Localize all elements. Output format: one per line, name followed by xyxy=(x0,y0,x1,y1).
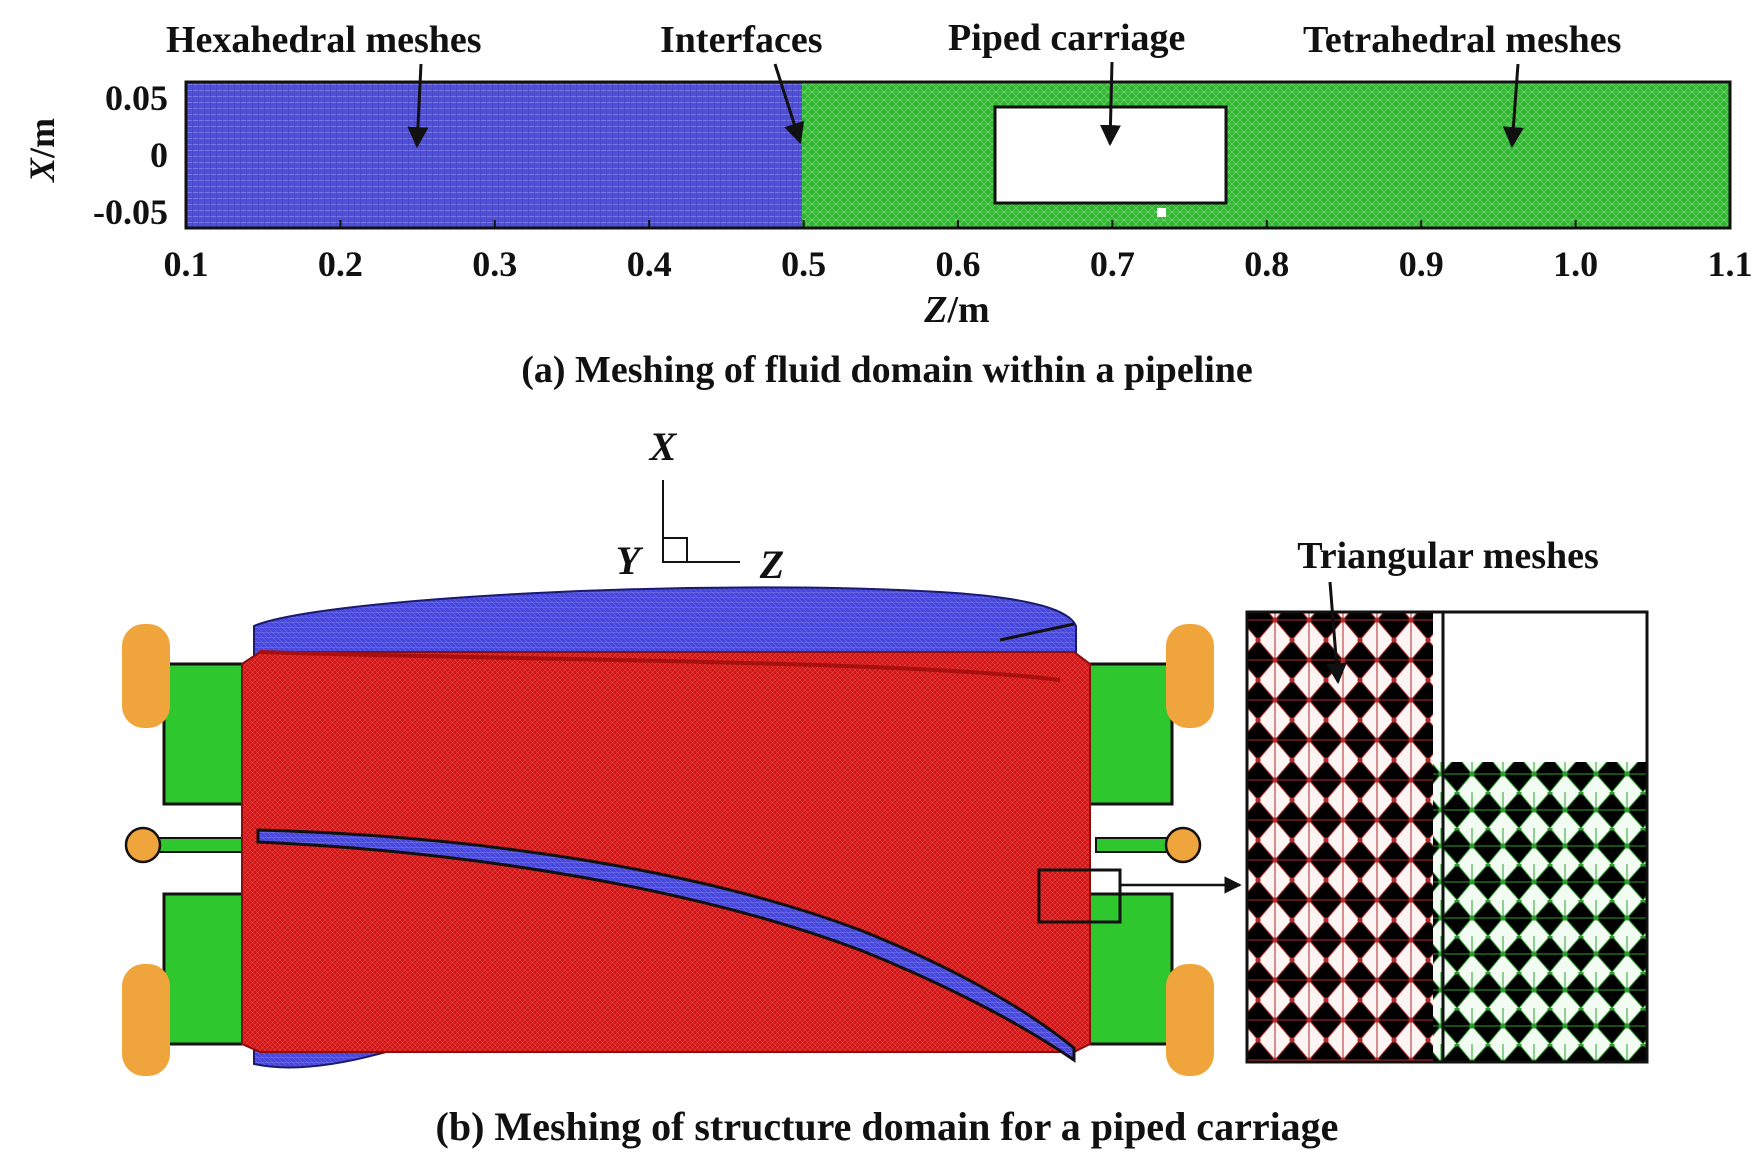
y-axis-unit: /m xyxy=(22,118,62,159)
coordinate-axes: X Y Z xyxy=(616,424,784,587)
ball-joint-left xyxy=(124,826,162,864)
wheel-top-left xyxy=(122,624,170,728)
support-box-bottom-left xyxy=(162,892,256,1046)
x-tick-label: 0.8 xyxy=(1244,244,1289,284)
x-tick-label: 1.0 xyxy=(1553,244,1598,284)
x-axis-title: Z/m xyxy=(923,289,989,331)
inset-zoom: Triangular meshes xyxy=(1245,535,1649,1064)
wheel-top-right xyxy=(1166,624,1214,728)
wheel-bottom-right xyxy=(1166,964,1214,1076)
panel-b: X Y Z xyxy=(122,424,1649,1149)
y-tick-label: 0 xyxy=(150,135,168,175)
x-axis-var: Z xyxy=(923,289,947,331)
hexahedral-region xyxy=(186,82,802,228)
x-tick-label: 0.5 xyxy=(781,244,826,284)
small-cell-marker xyxy=(1157,208,1166,217)
panel-a: Hexahedral meshes Interfaces Piped carri… xyxy=(22,17,1753,391)
zoom-region-box xyxy=(1037,868,1122,924)
x-axis-unit: /m xyxy=(947,289,990,331)
arrow-tetrahedral xyxy=(1502,63,1524,149)
x-tick-label: 0.3 xyxy=(472,244,517,284)
arrow-hexahedral xyxy=(407,63,429,149)
inset-triangular-green xyxy=(1433,762,1647,1062)
x-tick-label: 1.1 xyxy=(1708,244,1753,284)
label-triangular: Triangular meshes xyxy=(1297,535,1599,577)
x-tick-label: 0.2 xyxy=(318,244,363,284)
arrow-triangular xyxy=(1326,581,1347,685)
blade-edge-top xyxy=(999,622,1075,642)
support-box-top-left xyxy=(162,662,256,806)
inset-frame xyxy=(1245,610,1649,1064)
axis-label-y: Y xyxy=(616,538,644,583)
ball-joint-right xyxy=(1164,826,1202,864)
y-axis-title: X/m xyxy=(22,118,62,183)
y-tick-label: -0.05 xyxy=(93,192,168,232)
label-interfaces: Interfaces xyxy=(660,19,822,61)
support-box-bottom-right xyxy=(1086,892,1174,1046)
x-tick-label: 0.1 xyxy=(164,244,209,284)
y-tick-label: 0.05 xyxy=(105,78,168,118)
inset-triangular-red xyxy=(1247,612,1433,1062)
spiral-blade xyxy=(256,828,1076,1063)
x-tick-label: 0.4 xyxy=(627,244,672,284)
arrow-interfaces xyxy=(773,63,805,144)
y-axis: X/m 0.05 0 -0.05 xyxy=(22,78,168,232)
x-axis: Z/m 0.1 0.2 0.3 0.4 0.5 0.6 0.7 0.8 0.9 1.0 1.1 xyxy=(164,220,1753,331)
body-top-edge xyxy=(259,650,1061,682)
rod-left xyxy=(149,837,247,853)
x-tick-label: 0.9 xyxy=(1399,244,1444,284)
x-tick-label: 0.7 xyxy=(1090,244,1135,284)
inset-blank xyxy=(1433,612,1647,762)
label-hexahedral: Hexahedral meshes xyxy=(166,19,482,61)
label-piped-carriage: Piped carriage xyxy=(948,17,1185,59)
arrow-piped-carriage xyxy=(1099,61,1121,147)
label-tetrahedral: Tetrahedral meshes xyxy=(1303,19,1621,61)
caption-b: (b) Meshing of structure domain for a pi… xyxy=(436,1104,1339,1149)
caption-a: (a) Meshing of fluid domain within a pip… xyxy=(521,349,1253,391)
tetrahedral-region xyxy=(802,82,1730,228)
x-tick-label: 0.6 xyxy=(936,244,981,284)
axis-label-z: Z xyxy=(759,542,784,587)
wheels xyxy=(122,624,1214,1076)
support-box-top-right xyxy=(1086,662,1174,806)
y-axis-var: X xyxy=(22,157,62,183)
axis-label-x: X xyxy=(648,424,678,469)
wheel-bottom-left xyxy=(122,964,170,1076)
